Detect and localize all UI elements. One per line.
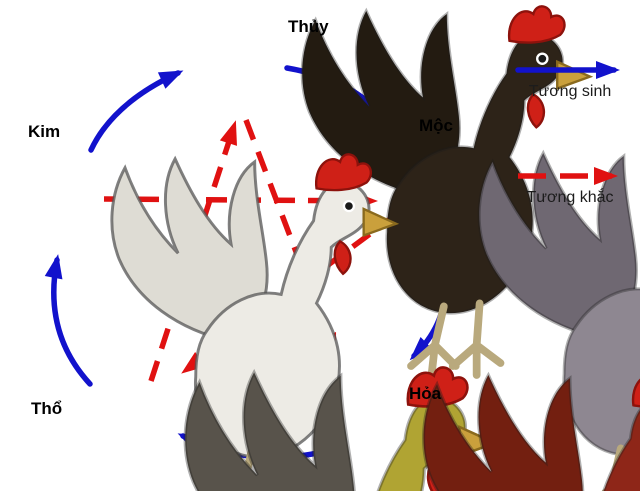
legend-label-sinh: Tương sinh [528,83,612,100]
element-label-kim: Kim [28,122,61,141]
element-label-tho: Thổ [31,399,63,418]
element-label-thuy: Thủy [288,17,329,36]
legend-swatches [515,61,620,185]
element-label-hoa: Hỏa [409,384,442,403]
arrow-sinh-kim-to-thuy [88,70,184,153]
legend-label-khac: Tương khắc [526,189,614,206]
element-label-moc: Mộc [419,116,453,135]
arrow-khac-tho-to-thuy [148,120,237,382]
arrow-sinh-tho-to-kim [44,254,93,387]
